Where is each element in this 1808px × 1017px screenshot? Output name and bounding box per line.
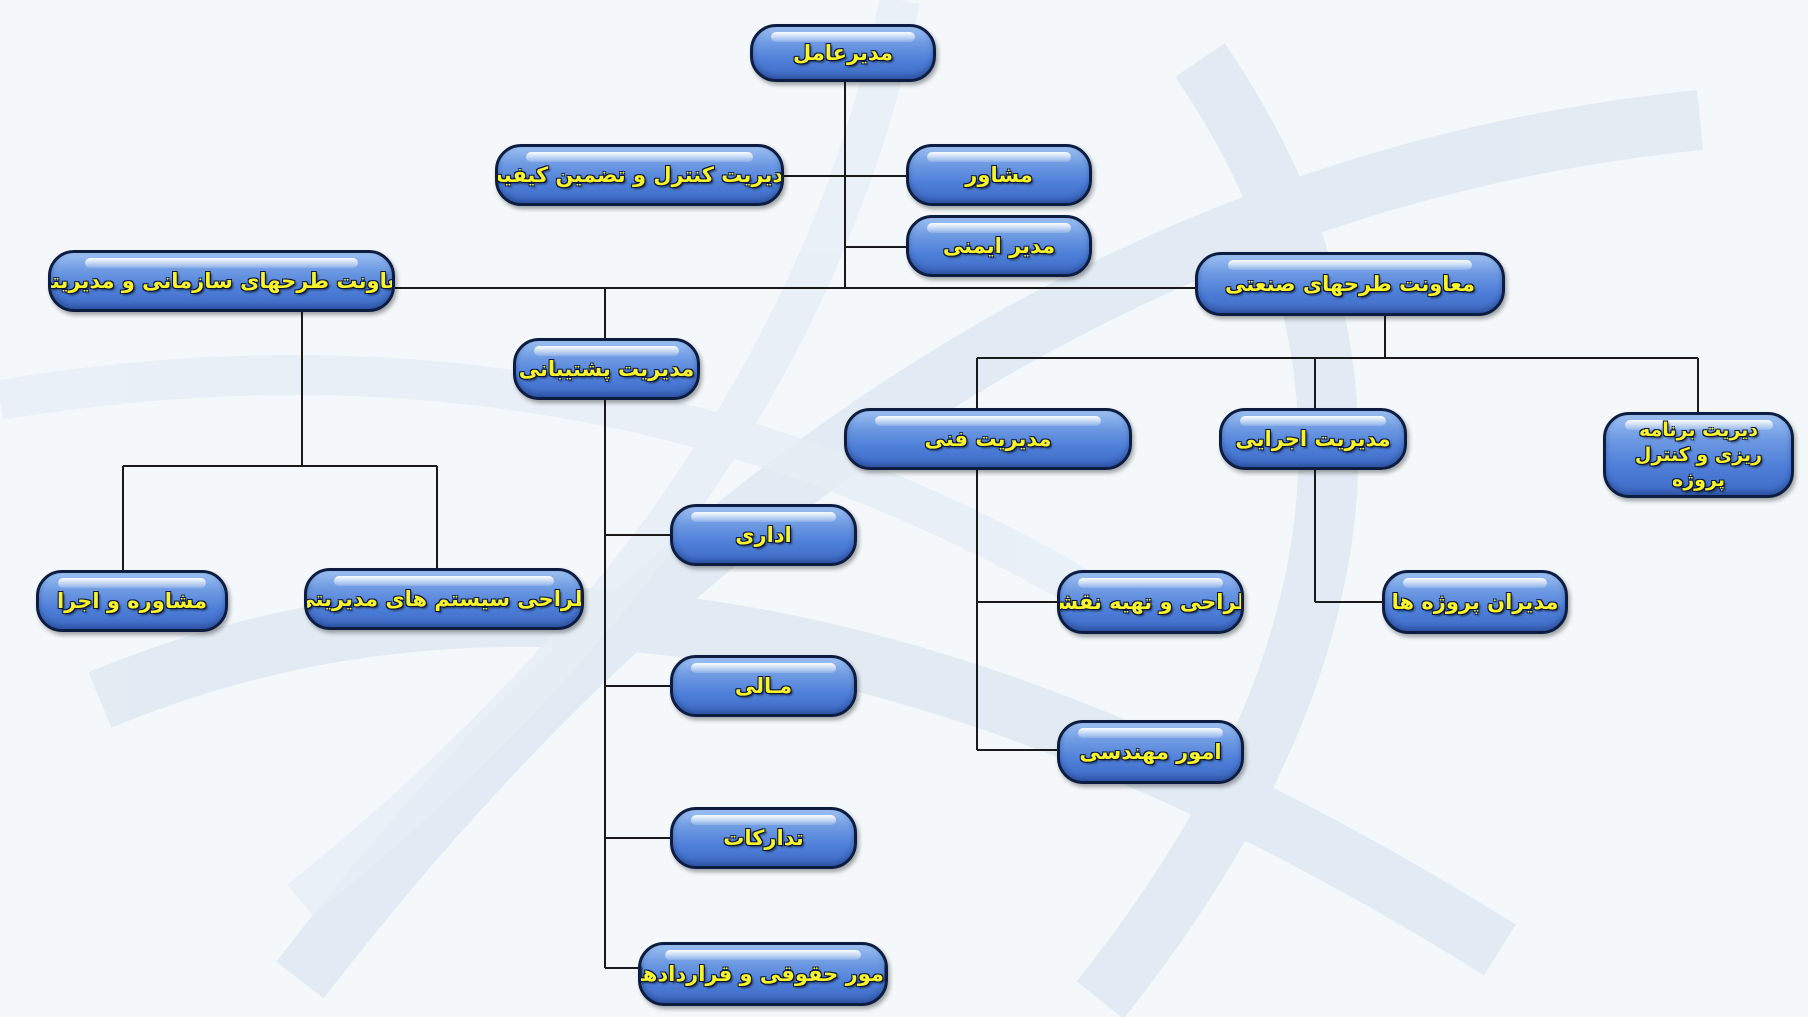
design-drafting-node: طراحی و تهیه نقشه bbox=[1057, 570, 1244, 634]
engineering-affairs-node: امور مهندسی bbox=[1057, 720, 1244, 784]
legal-contracts-label: امور حقوقی و قراردادها bbox=[638, 961, 888, 986]
administrative-label: اداری bbox=[735, 522, 792, 547]
procurement-label: تدارکات bbox=[723, 825, 804, 850]
financial-label: مـالی bbox=[734, 673, 793, 698]
design-drafting-label: طراحی و تهیه نقشه bbox=[1057, 589, 1241, 614]
technical-management-label: مدیریت فنی bbox=[924, 426, 1052, 451]
technical-management-node: مدیریت فنی bbox=[844, 408, 1132, 470]
deputy-industrial-node: معاونت طرحهای صنعتی bbox=[1195, 252, 1505, 316]
planning-control-node: دیریت برنامه ریزی و کنترل پروژه bbox=[1603, 412, 1794, 498]
deputy-industrial-label: معاونت طرحهای صنعتی bbox=[1224, 271, 1476, 296]
planning-control-label: دیریت برنامه ریزی و کنترل پروژه bbox=[1634, 418, 1763, 491]
executive-management-node: مدیریت اجرایی bbox=[1219, 408, 1407, 470]
safety-manager-label: مدیر ایمنی bbox=[942, 233, 1056, 258]
management-systems-design-label: طراحی سیستم های مدیریتی bbox=[304, 586, 584, 611]
procurement-node: تدارکات bbox=[670, 807, 857, 869]
engineering-affairs-label: امور مهندسی bbox=[1079, 739, 1222, 764]
deputy-organizational-node: معاونت طرحهای سازمانی و مدیریتی bbox=[48, 250, 395, 312]
support-management-node: مدیریت پشتیبانی bbox=[513, 338, 700, 400]
legal-contracts-node: امور حقوقی و قراردادها bbox=[638, 942, 888, 1006]
ceo-label: مدیرعامل bbox=[792, 40, 894, 65]
safety-manager-node: مدیر ایمنی bbox=[906, 215, 1092, 277]
management-systems-design-node: طراحی سیستم های مدیریتی bbox=[304, 568, 584, 630]
project-managers-label: مدیران پروژه ها bbox=[1391, 589, 1559, 614]
support-management-label: مدیریت پشتیبانی bbox=[518, 356, 695, 381]
administrative-node: اداری bbox=[670, 504, 857, 566]
project-managers-node: مدیران پروژه ها bbox=[1382, 570, 1568, 634]
advisor-node: مشاور bbox=[906, 144, 1092, 206]
ceo-node: مدیرعامل bbox=[750, 24, 936, 82]
consulting-execution-node: مشاوره و اجرا bbox=[36, 570, 228, 632]
advisor-label: مشاور bbox=[965, 162, 1033, 187]
financial-node: مـالی bbox=[670, 655, 857, 717]
quality-control-label: مدیریت کنترل و تضمین کیفیت bbox=[495, 162, 784, 187]
executive-management-label: مدیریت اجرایی bbox=[1235, 426, 1391, 451]
consulting-execution-label: مشاوره و اجرا bbox=[56, 588, 208, 613]
quality-control-node: مدیریت کنترل و تضمین کیفیت bbox=[495, 144, 784, 206]
deputy-organizational-label: معاونت طرحهای سازمانی و مدیریتی bbox=[48, 268, 395, 293]
